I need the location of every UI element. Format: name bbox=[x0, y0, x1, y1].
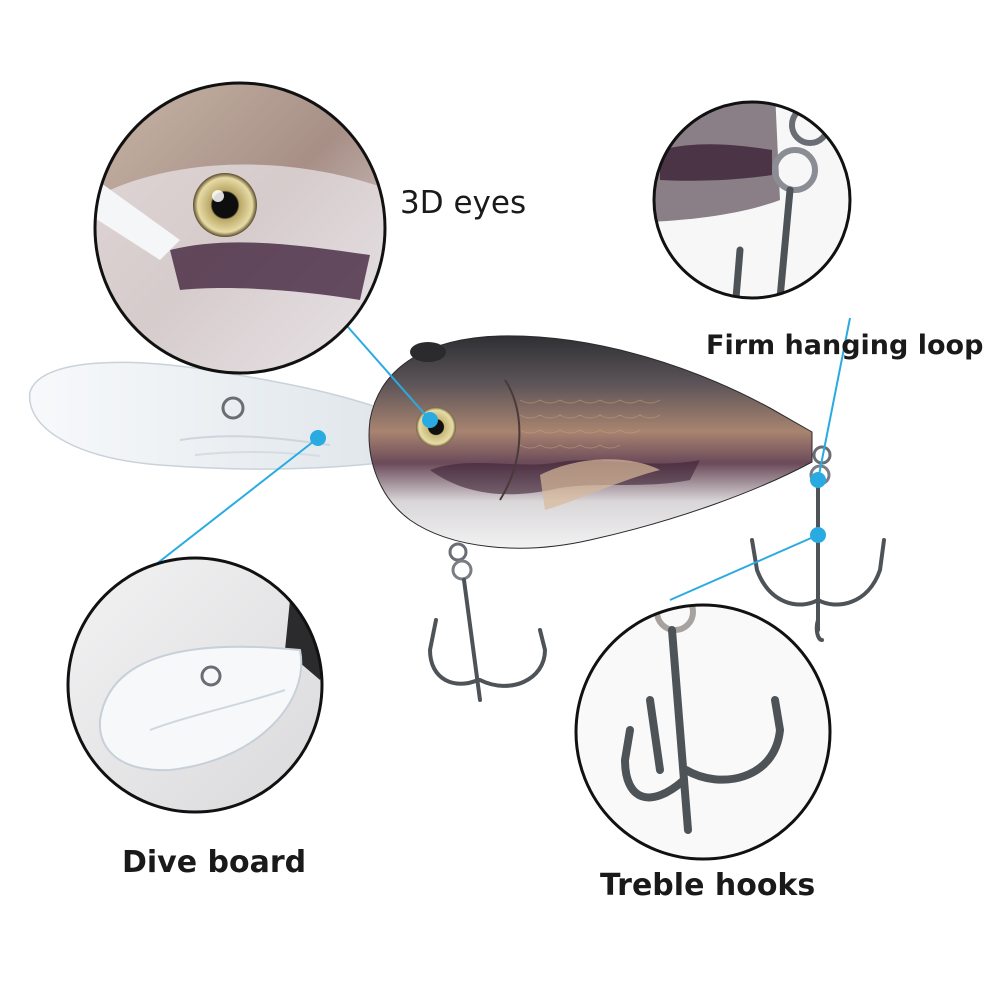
label-dive-board: Dive board bbox=[122, 845, 307, 880]
zoom-circle-hooks bbox=[574, 603, 832, 861]
label-firm-hanging-loop: Firm hanging loop bbox=[706, 330, 984, 361]
lure-eye bbox=[416, 407, 456, 447]
zoom-circle-dive bbox=[66, 556, 324, 814]
belly-treble-hook bbox=[427, 578, 548, 702]
callout-lines bbox=[131, 317, 851, 601]
label-3d-eyes: 3D eyes bbox=[400, 185, 527, 221]
line-tie-ring bbox=[221, 396, 245, 420]
label-treble-hooks: Treble hooks bbox=[600, 868, 816, 903]
rear-treble-hook bbox=[750, 482, 886, 642]
lure-body bbox=[368, 335, 813, 549]
zoom-circle-loop bbox=[652, 100, 852, 300]
zoom-circle-eyes bbox=[93, 81, 387, 375]
